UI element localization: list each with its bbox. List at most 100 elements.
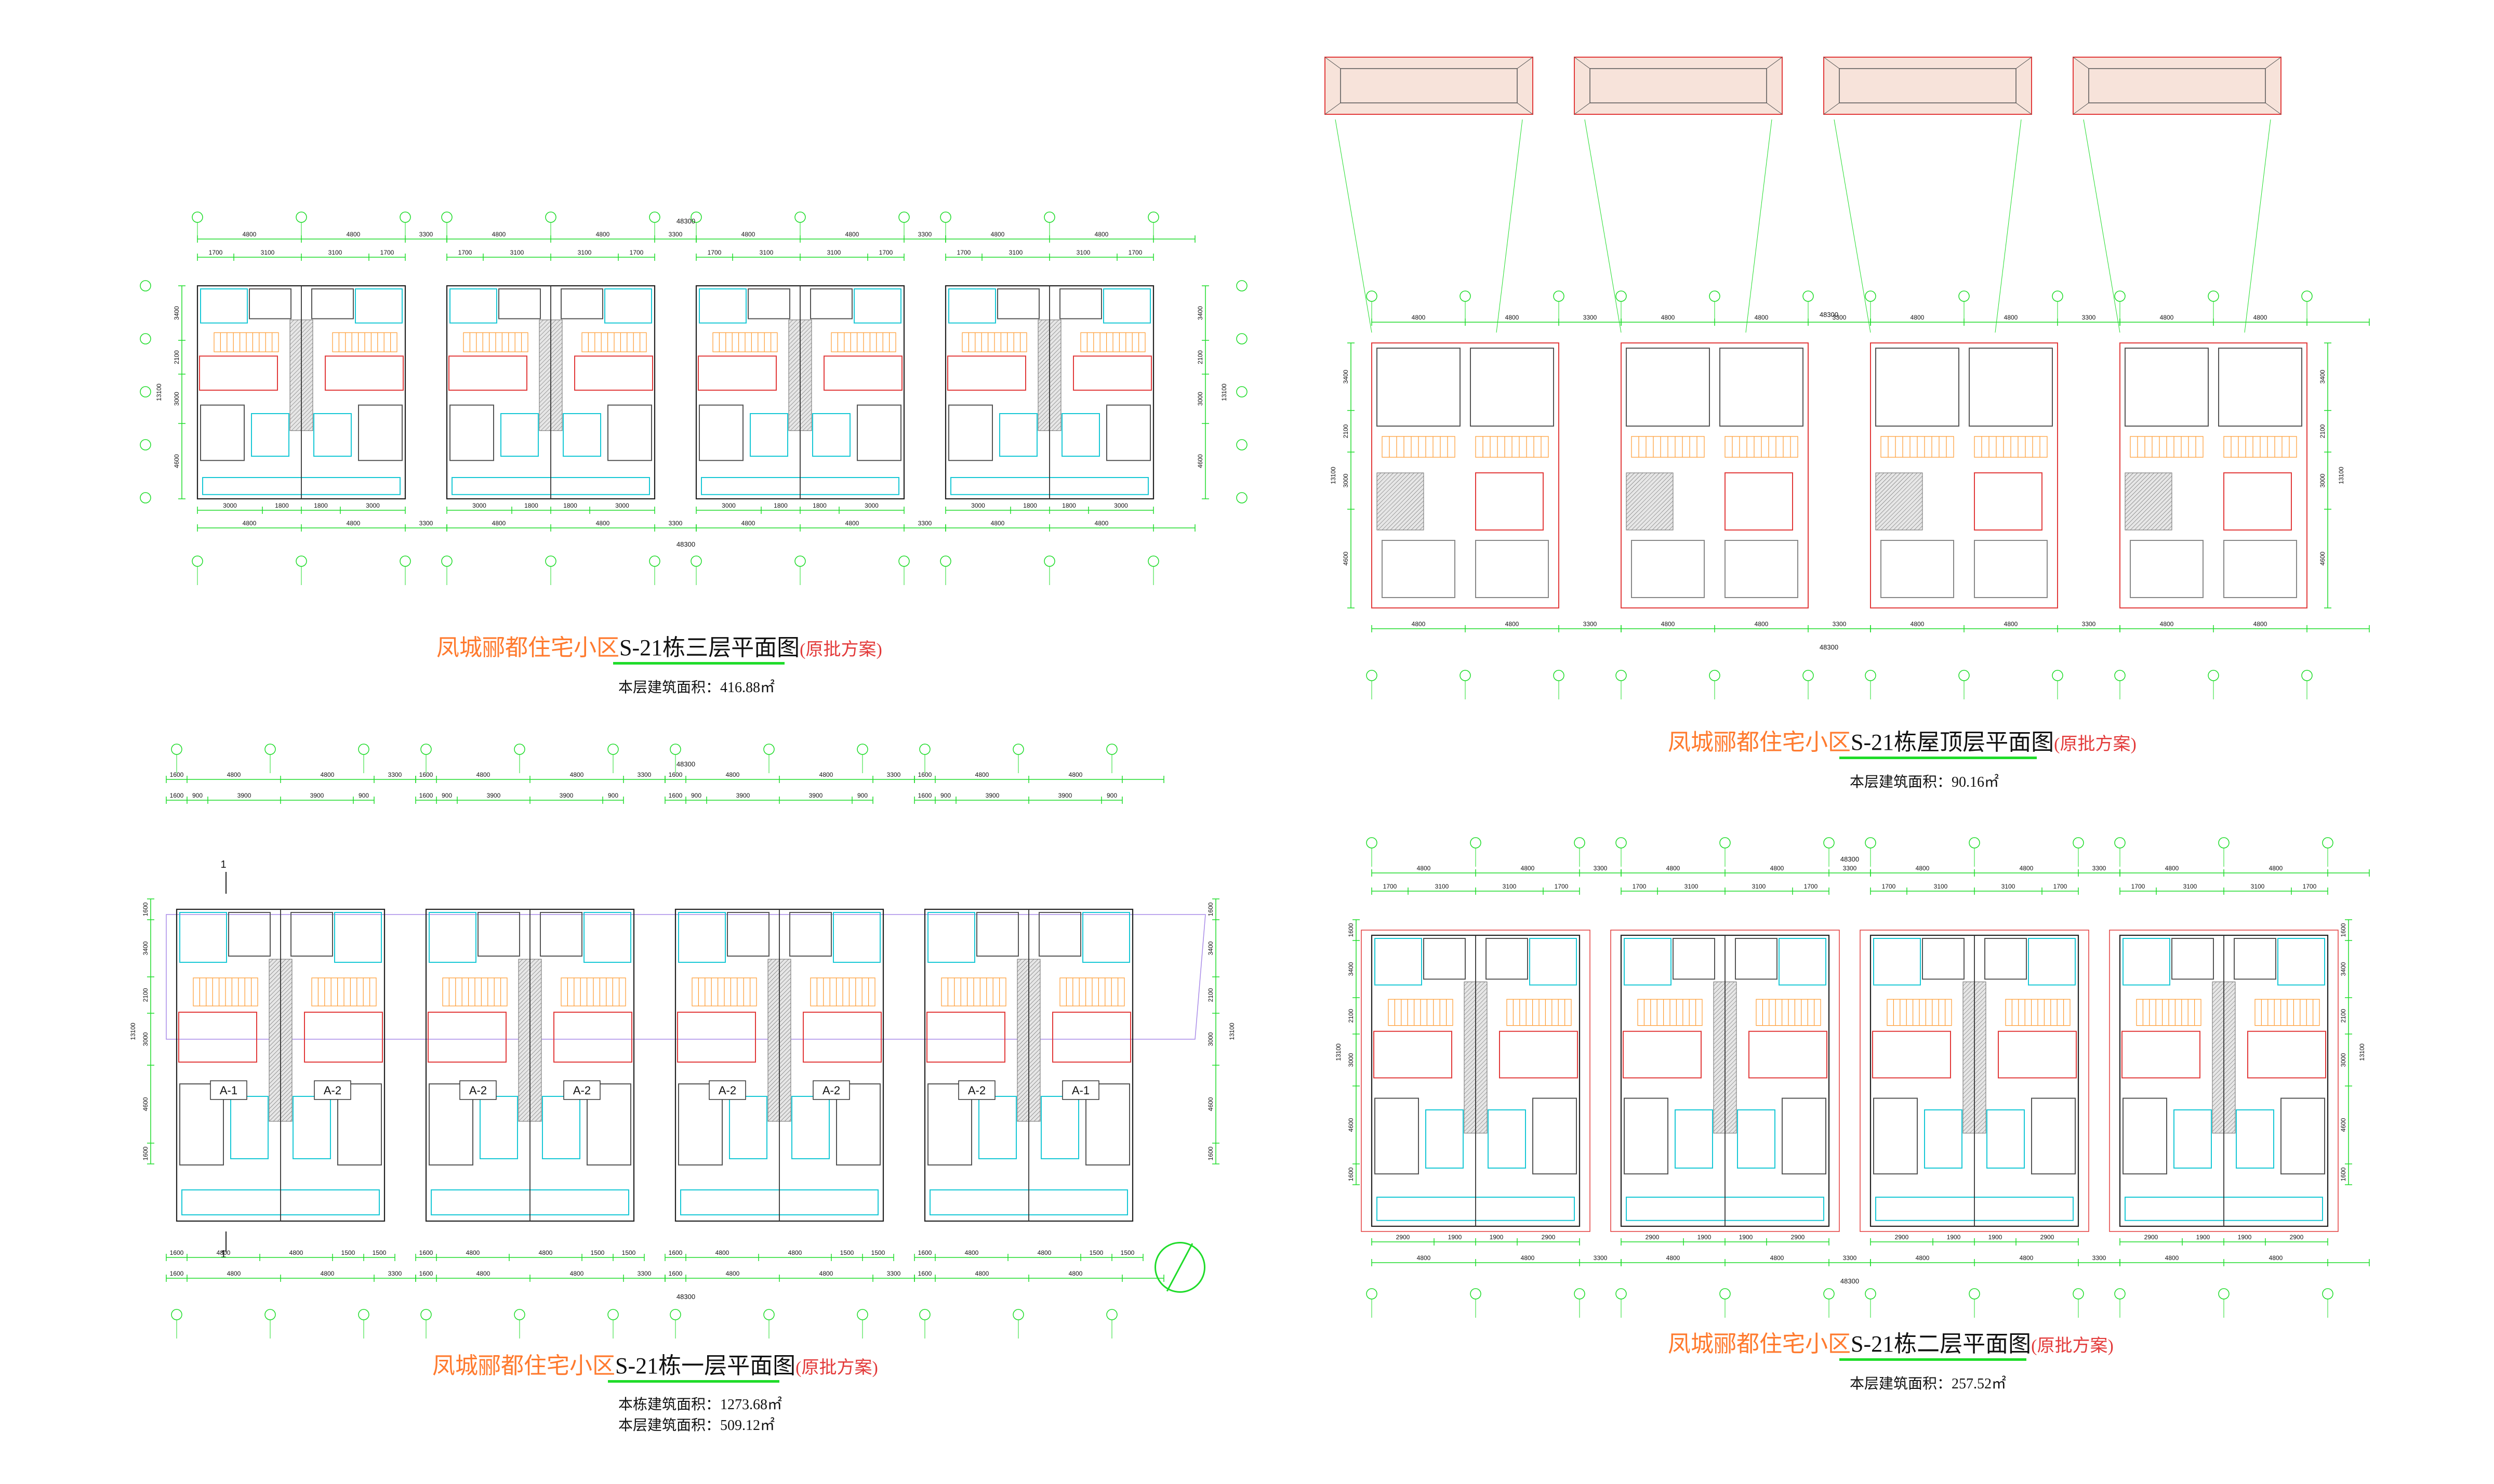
dim-label: 4800: [1911, 314, 1925, 321]
roof-cap-inner: [1340, 68, 1518, 103]
dim-label: 3100: [1435, 883, 1449, 890]
hatch-area: [1875, 472, 1923, 531]
axis-bubble: [1013, 744, 1024, 755]
axis-bubble: [2114, 290, 2126, 302]
hatch-line: [2125, 472, 2163, 511]
dim-label: 4800: [788, 1249, 802, 1256]
dim-label: 3900: [310, 792, 324, 799]
dim-label: 1800: [314, 502, 328, 509]
hatch-line: [518, 959, 523, 964]
axis-bubble: [1106, 744, 1118, 755]
hatch-line: [1875, 472, 1922, 519]
dim-label: 3000: [971, 502, 985, 509]
hatch-line: [1376, 472, 1419, 515]
dim-label: 900: [608, 792, 618, 799]
axis-bubble: [400, 211, 411, 223]
dim-label: 3100: [2251, 883, 2265, 890]
hatch-line: [2167, 525, 2172, 531]
axis-bubble: [1865, 837, 1876, 849]
hatch-line: [1648, 505, 1674, 531]
building-total-area: 本栋建筑面积：1273.68㎡: [618, 1397, 782, 1413]
dim-label: 3300: [2092, 865, 2106, 872]
hatch-line: [1386, 492, 1424, 531]
hatch-line: [269, 959, 290, 981]
dim-label: 1900: [2238, 1234, 2252, 1241]
roof-ridge: [1766, 57, 1783, 69]
roof-ridge: [1517, 57, 1533, 69]
room-bedroom: [199, 355, 278, 391]
dim-label: 3000: [173, 392, 180, 406]
room-bedroom: [1499, 1030, 1578, 1079]
dim-label: 3100: [827, 249, 841, 256]
roof-cap-inner: [1839, 68, 2017, 103]
hatch-line: [1918, 525, 1923, 531]
roof-room: [1376, 348, 1461, 427]
room-closet: [228, 912, 271, 957]
hatch-line: [1652, 509, 1674, 531]
roof-terrace: [1475, 540, 1549, 598]
axis-bubble: [1865, 1288, 1876, 1300]
room-toilet: [729, 1096, 767, 1159]
room-bath: [1374, 938, 1422, 986]
hatch-line: [1626, 472, 1643, 490]
hatch-line: [1626, 472, 1664, 511]
roof-cap-inner: [1589, 68, 1767, 103]
caption-project: 凤城郦都住宅小区: [1668, 730, 1851, 755]
room-closet: [1922, 938, 1965, 980]
hatch-line: [299, 417, 313, 431]
caption-note: (原批方案): [800, 640, 882, 659]
dim-label: 2100: [1207, 988, 1214, 1002]
hatch-line: [1052, 421, 1062, 431]
dim-label: 4800: [845, 520, 859, 527]
axis-bubble: [2218, 1288, 2230, 1300]
dim-label: 3000: [366, 502, 380, 509]
dim-label: 4800: [492, 231, 506, 238]
floor-outline: [1610, 930, 1840, 1232]
room-bath: [1529, 938, 1577, 986]
hatch-line: [553, 421, 563, 431]
unit-label-box: [314, 1080, 351, 1100]
axis-bubble: [794, 555, 806, 567]
hatch-line: [539, 320, 556, 337]
dim-label: 3300: [2082, 620, 2096, 628]
dim-total: 13100: [155, 383, 163, 401]
dim-label: 4800: [965, 1249, 979, 1256]
dim-label: 4800: [1038, 1249, 1052, 1256]
hatch-line: [1893, 500, 1923, 531]
dim-label: 4800: [1069, 771, 1083, 778]
roof-terrace: [1724, 540, 1798, 598]
hatch-line: [1033, 1115, 1041, 1122]
dim-label: 4800: [1911, 620, 1925, 628]
hatch-line: [518, 959, 536, 976]
dim-label: 2100: [173, 350, 180, 364]
hatch-line: [1962, 982, 1968, 986]
room-closet: [498, 288, 541, 320]
room-living: [836, 1083, 881, 1165]
roof-room-red: [1475, 472, 1544, 531]
room-living: [927, 1083, 972, 1165]
dim-label: 4600: [1347, 1118, 1355, 1132]
axis-bubble: [1044, 555, 1055, 567]
dim-label: 3100: [578, 249, 592, 256]
hatch-line: [2125, 472, 2146, 494]
hatch-line: [1962, 982, 1976, 995]
dim-label: 4800: [321, 771, 335, 778]
roof-ridge: [2015, 102, 2032, 115]
hatch-line: [1626, 472, 1668, 515]
hatch-line: [1376, 475, 1424, 523]
hatch-line: [767, 959, 773, 964]
dim-label: 4800: [289, 1249, 303, 1256]
dim-label: 4800: [819, 1270, 833, 1277]
hatch-line: [1631, 488, 1674, 531]
dim-label: 4800: [1916, 865, 1930, 872]
hatch-line: [518, 959, 540, 981]
hatch-line: [2125, 480, 2172, 527]
roof-terrace: [1974, 540, 2048, 598]
hatch-line: [1875, 472, 1918, 515]
room-closet: [2171, 938, 2214, 980]
dim-label: 3400: [1347, 962, 1355, 976]
dim-label: 1500: [840, 1249, 854, 1256]
dim-total: 13100: [1330, 467, 1337, 484]
